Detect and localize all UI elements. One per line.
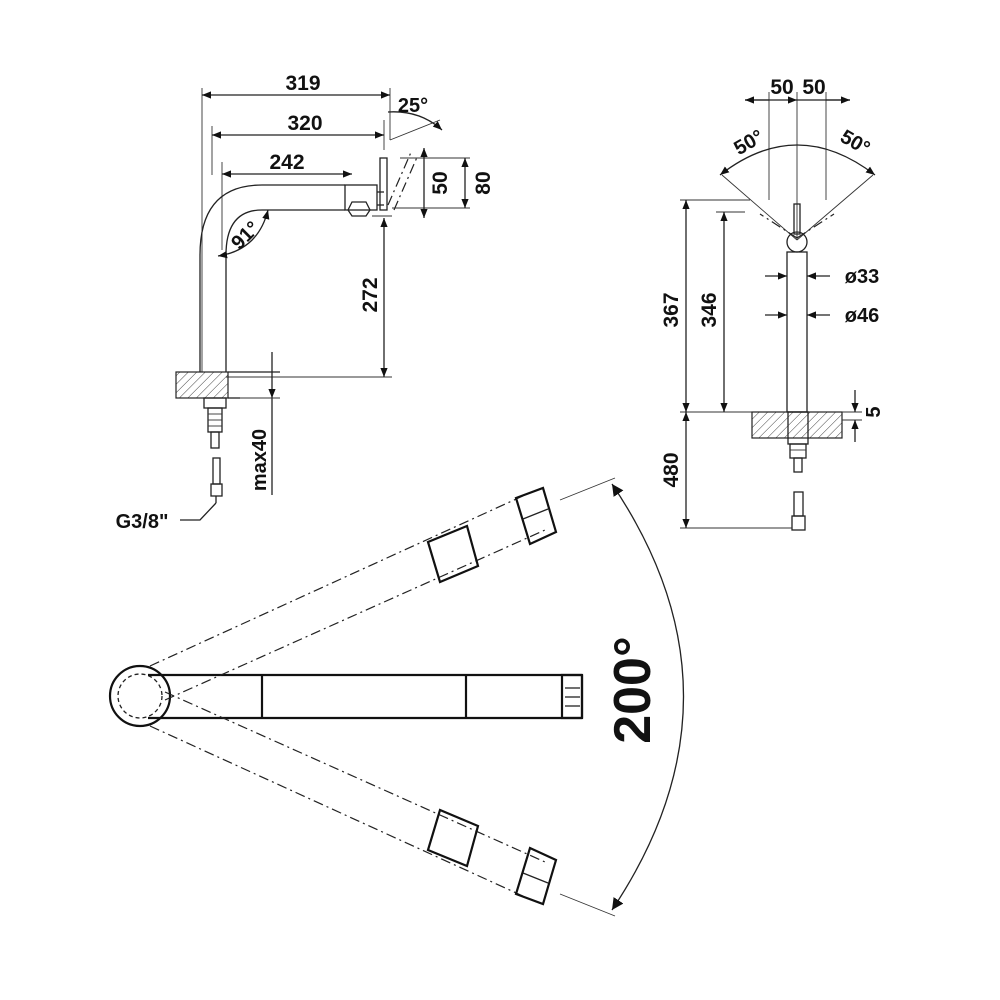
lever [379, 157, 388, 211]
mounting-shank [203, 397, 227, 409]
dim-80-label: 80 [472, 171, 495, 194]
dim-367-label: 367 [660, 292, 683, 327]
dim-25deg-label: 25° [398, 95, 428, 117]
dim-50-right-label: 50 [802, 76, 825, 99]
dim-d33-label: ø33 [845, 266, 879, 288]
dim-346-label: 346 [698, 292, 721, 327]
front-body [786, 251, 808, 413]
dim-5-label: 5 [863, 406, 885, 417]
front-hose [793, 491, 804, 517]
dim-480-label: 480 [660, 452, 683, 487]
dim-50-left-label: 50 [770, 76, 793, 99]
countertop-section [175, 371, 229, 399]
side-view [175, 88, 470, 521]
dim-arc-50deg [719, 144, 876, 176]
front-lever [793, 203, 801, 235]
dim-91deg-label: 91° [227, 217, 264, 254]
dim-arc-25deg [387, 111, 443, 131]
dim-arc-91deg [217, 209, 270, 259]
swivel-angle-label: 200° [604, 636, 662, 744]
pivot-ring [108, 664, 172, 728]
dim-320-label: 320 [287, 112, 322, 135]
connector-leader [180, 502, 217, 521]
top-spout-lower-position [149, 725, 526, 898]
dim-319-label: 319 [285, 72, 320, 95]
top-spray-head [560, 673, 584, 720]
dim-272-label: 272 [359, 277, 382, 312]
dim-50-side-label: 50 [429, 171, 452, 194]
top-spout-upper-position [149, 494, 526, 667]
hose-connector [212, 457, 221, 485]
front-countertop-section [751, 411, 843, 439]
dim-50deg-left-label: 50° [730, 126, 767, 160]
dim-d46-label: ø46 [845, 305, 879, 327]
dim-max40-label: max40 [249, 429, 271, 491]
connector-label: G3/8" [116, 511, 169, 533]
front-view [680, 92, 876, 531]
dim-242-label: 242 [269, 151, 304, 174]
spray-head [344, 184, 378, 211]
top-view [108, 477, 685, 917]
spout-outer [199, 184, 345, 372]
dim-arc-200deg [611, 483, 685, 911]
nozzle [347, 201, 371, 217]
